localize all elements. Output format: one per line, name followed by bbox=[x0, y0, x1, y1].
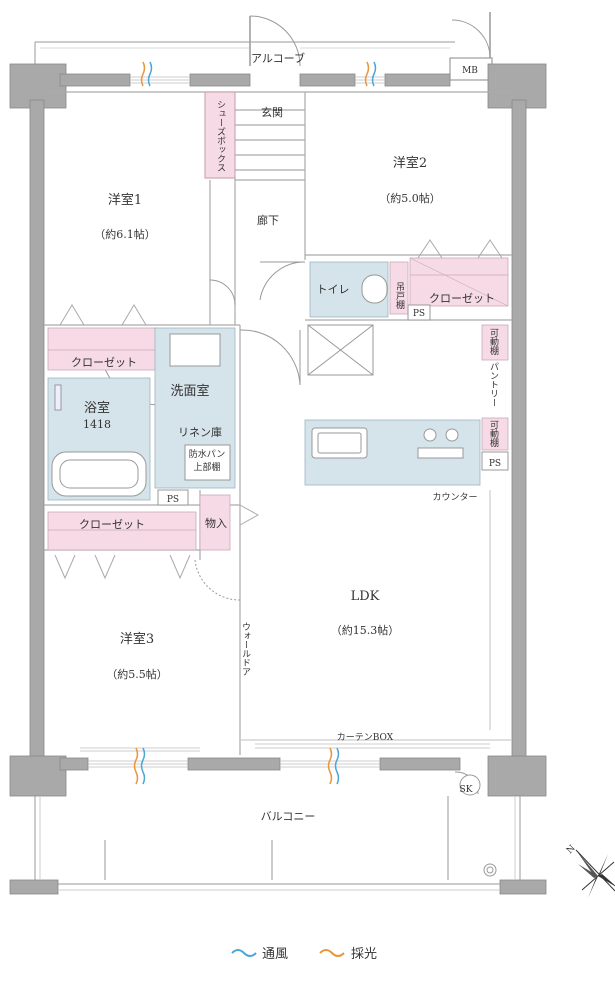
ventilation-legend-icon bbox=[231, 949, 257, 957]
shelf-label: 吊戸棚 bbox=[394, 282, 405, 310]
svg-text:N: N bbox=[565, 843, 578, 856]
closets bbox=[47, 257, 509, 551]
fixtures bbox=[51, 274, 497, 877]
ps-boxes bbox=[157, 304, 509, 506]
linen-label: リネン庫 bbox=[178, 425, 222, 439]
toilet-label: トイレ bbox=[317, 283, 350, 296]
closet-door-markers bbox=[54, 239, 503, 580]
pantry-label: パントリー bbox=[488, 362, 499, 407]
room2-label: 洋室2 bbox=[393, 155, 427, 171]
closet-room2-label: クローゼット bbox=[429, 292, 495, 305]
counter-label: カウンター bbox=[432, 492, 477, 503]
balcony-label: バルコニー bbox=[261, 810, 316, 823]
windows-top bbox=[80, 76, 490, 768]
ventilation-light-markers bbox=[133, 61, 377, 785]
alcove-area bbox=[34, 12, 493, 81]
waterproof-label-1: 防水パン bbox=[189, 448, 225, 460]
daylight-legend-label: 採光 bbox=[351, 947, 377, 962]
room3-size: （約5.5帖） bbox=[106, 667, 168, 681]
ldk-size: （約15.3帖） bbox=[331, 623, 400, 637]
movable-shelf-b-label: 可動棚 bbox=[488, 420, 499, 448]
wall-door-label: ウォールドア bbox=[240, 622, 251, 676]
washroom-label: 洗面室 bbox=[170, 383, 209, 399]
waterproof-label-2: 上部棚 bbox=[193, 461, 220, 473]
ldk-label: LDK bbox=[351, 589, 380, 604]
mb-label: MB bbox=[462, 66, 478, 76]
room1-size: （約6.1帖） bbox=[94, 227, 156, 241]
outer-walls bbox=[9, 63, 547, 895]
curtain-box-label: カーテンBOX bbox=[337, 732, 394, 743]
legend: 通風 採光 bbox=[231, 947, 377, 962]
movable-shelf-a-label: 可動棚 bbox=[488, 328, 499, 356]
closet-room3-label: クローゼット bbox=[79, 518, 145, 531]
room2-size: （約5.0帖） bbox=[379, 191, 441, 205]
ps-bath-label: PS bbox=[167, 495, 179, 505]
labels: アルコーブ MB 玄関 シューズボックス 洋室1 （約6.1帖） 洋室2 （約5… bbox=[71, 51, 501, 823]
alcove-label: アルコーブ bbox=[251, 51, 305, 65]
entrance-label: 玄関 bbox=[261, 105, 283, 119]
ps-toilet-label: PS bbox=[413, 309, 425, 319]
storage-label: 物入 bbox=[205, 516, 227, 530]
sk-label: SK bbox=[460, 785, 473, 795]
bath-size: 1418 bbox=[83, 418, 111, 431]
closet-room1-label: クローゼット bbox=[71, 356, 137, 369]
room1-label: 洋室1 bbox=[108, 192, 142, 208]
bath-label: 浴室 bbox=[84, 400, 110, 416]
ps-kitchen-label: PS bbox=[489, 459, 501, 469]
room3-label: 洋室3 bbox=[120, 631, 154, 647]
ventilation-legend-label: 通風 bbox=[262, 947, 288, 962]
balcony-area bbox=[34, 796, 521, 891]
hallway-label: 廊下 bbox=[257, 213, 279, 227]
daylight-legend-icon bbox=[319, 949, 345, 957]
shoe-box-label: シューズボックス bbox=[215, 100, 226, 172]
north-compass-icon: N bbox=[565, 843, 615, 898]
